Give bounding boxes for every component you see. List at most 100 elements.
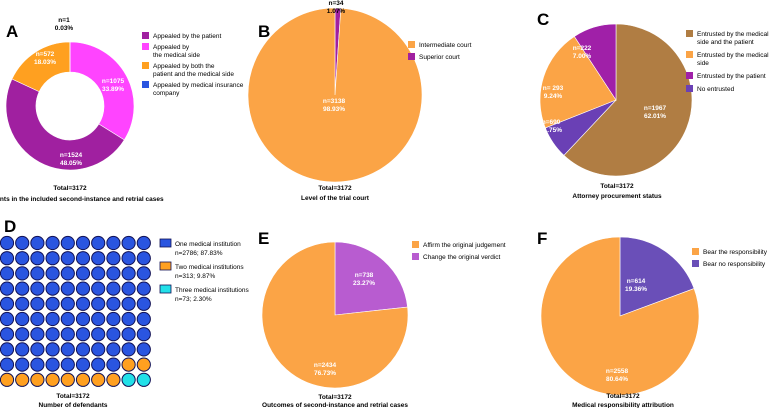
waffle-cell (60, 235, 75, 251)
pie-slice (573, 23, 617, 102)
pie-slice (619, 236, 695, 317)
waffle-cell (75, 327, 91, 342)
waffle-cell (106, 311, 121, 327)
total-label: Total=3172 (56, 393, 90, 400)
waffle-cell (30, 357, 45, 372)
legend-label: No entrusted (697, 86, 735, 93)
waffle-cell (60, 266, 75, 281)
waffle-cell (91, 311, 106, 327)
waffle-cell (30, 372, 45, 387)
waffle-cell (121, 357, 136, 372)
slice-percent-label: 98.93% (323, 106, 345, 113)
legend-swatch (408, 53, 415, 60)
total-label: Total=3172 (606, 393, 640, 400)
panel-caption: Medical responsibility attribution (572, 402, 674, 408)
pie-slice (247, 7, 423, 183)
waffle-cell (91, 327, 106, 342)
legend-label: Change the original verdict (423, 254, 501, 261)
waffle-cell (15, 296, 30, 311)
waffle-cell (30, 235, 45, 251)
legend-swatch (686, 85, 693, 92)
waffle-cell (0, 251, 15, 266)
legend-label: Affirm the original judgement (423, 242, 506, 249)
slice-percent-label: 19.36% (625, 286, 647, 293)
waffle-cell (106, 296, 121, 311)
waffle-cell (136, 296, 151, 311)
legend-label: Two medical institutions (175, 264, 244, 271)
waffle-cell (15, 311, 30, 327)
legend-swatch (692, 248, 699, 255)
total-label: Total=3172 (318, 185, 352, 192)
waffle-cell (91, 372, 106, 387)
waffle-cell (106, 357, 121, 372)
waffle-cell (106, 342, 121, 357)
waffle-cell (75, 357, 91, 372)
slice-count-label: n=34 (329, 0, 344, 7)
slice-count-label: n= 293 (543, 85, 564, 92)
slice-percent-label: 21.75% (540, 127, 562, 134)
waffle-cell (106, 266, 121, 281)
slice-count-label: n=1967 (644, 105, 667, 112)
waffle-cell (15, 357, 30, 372)
waffle-cell (60, 327, 75, 342)
slice-count-label: n=572 (36, 51, 55, 58)
legend-swatch (142, 32, 149, 39)
legend-label: Bear no responsibility (703, 261, 766, 268)
panel-caption: Appellants in the included second-instan… (0, 196, 164, 203)
waffle-cell (121, 327, 136, 342)
waffle-cell (136, 266, 151, 281)
pie-slice (334, 241, 408, 316)
waffle-cell (121, 281, 136, 296)
waffle-cell (91, 251, 106, 266)
waffle-cell (15, 281, 30, 296)
waffle-cell (60, 251, 75, 266)
waffle-cell (91, 266, 106, 281)
waffle-cell (15, 372, 30, 387)
slice-count-label: n=1 (58, 17, 70, 24)
waffle-cell (45, 296, 60, 311)
waffle-cell (75, 281, 91, 296)
waffle-cell (15, 235, 30, 251)
waffle-cell (15, 327, 30, 342)
waffle-cell (91, 342, 106, 357)
pie-slice (563, 23, 693, 177)
legend-swatch (692, 260, 699, 267)
panel-caption: Outcomes of second-instance and retrial … (262, 402, 408, 408)
waffle-cell (136, 281, 151, 296)
waffle-cell (60, 296, 75, 311)
slice-percent-label: 18.03% (34, 59, 56, 66)
waffle-cell (106, 251, 121, 266)
pie-slice (540, 236, 700, 396)
pie-slice (69, 41, 135, 141)
waffle-cell (0, 235, 15, 251)
waffle-cell (121, 251, 136, 266)
waffle-cell (60, 281, 75, 296)
waffle-cell (45, 266, 60, 281)
waffle-cell (30, 342, 45, 357)
waffle-cell (75, 372, 91, 387)
waffle-cell (121, 372, 136, 387)
waffle-cell (60, 342, 75, 357)
waffle-cell (45, 357, 60, 372)
legend-swatch (159, 261, 172, 271)
legend-label: Intermediate court (419, 42, 472, 49)
legend-swatch (408, 41, 415, 48)
slice-count-label: n=738 (355, 272, 374, 279)
waffle-cell (45, 311, 60, 327)
waffle-cell (15, 266, 30, 281)
waffle-cell (91, 281, 106, 296)
waffle-cell (45, 281, 60, 296)
waffle-cell (30, 266, 45, 281)
total-label: Total=3172 (53, 185, 87, 192)
waffle-cell (45, 235, 60, 251)
waffle-cell (45, 342, 60, 357)
waffle-cell (121, 342, 136, 357)
waffle-cell (75, 342, 91, 357)
